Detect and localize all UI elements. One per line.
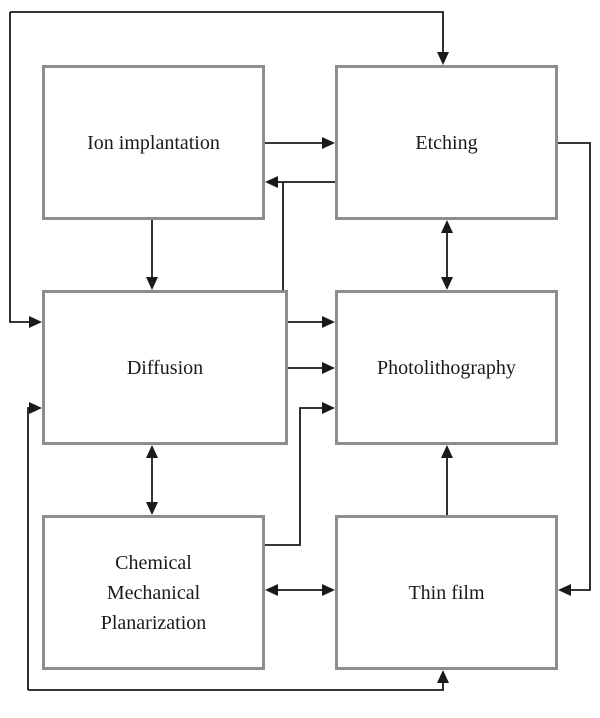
node-photolithography-label: Photolithography (377, 356, 516, 379)
edge-etching-to-photolithography-branch (282, 182, 335, 328)
node-thin-film-label: Thin film (408, 581, 485, 604)
node-cmp-label-line-1: Chemical (115, 551, 192, 574)
node-etching-label: Etching (415, 131, 478, 154)
node-photolithography: Photolithography (335, 290, 558, 445)
edge-loop-bottom-into-diffusion (27, 402, 42, 690)
node-thin-film: Thin film (335, 515, 558, 670)
node-ion-implantation-label: Ion implantation (87, 131, 220, 154)
node-diffusion-label: Diffusion (126, 356, 204, 379)
edge-loop-right-etching-to-thin-film (558, 142, 591, 596)
node-diffusion: Diffusion (42, 290, 288, 445)
node-cmp-label-line-2: Mechanical (106, 581, 201, 604)
node-cmp-label-line-3: Planarization (100, 611, 207, 634)
edge-loop-top-into-etching (10, 11, 449, 65)
node-ion-implantation: Ion implantation (42, 65, 265, 220)
edge-cmp-to-photolithography (265, 402, 335, 546)
edge-loop-bottom-into-thin-film (28, 670, 449, 691)
node-etching: Etching (335, 65, 558, 220)
node-chemical-mechanical-planarization: Chemical Mechanical Planarization (42, 515, 265, 670)
edge-loop-top-into-diffusion (9, 12, 42, 328)
